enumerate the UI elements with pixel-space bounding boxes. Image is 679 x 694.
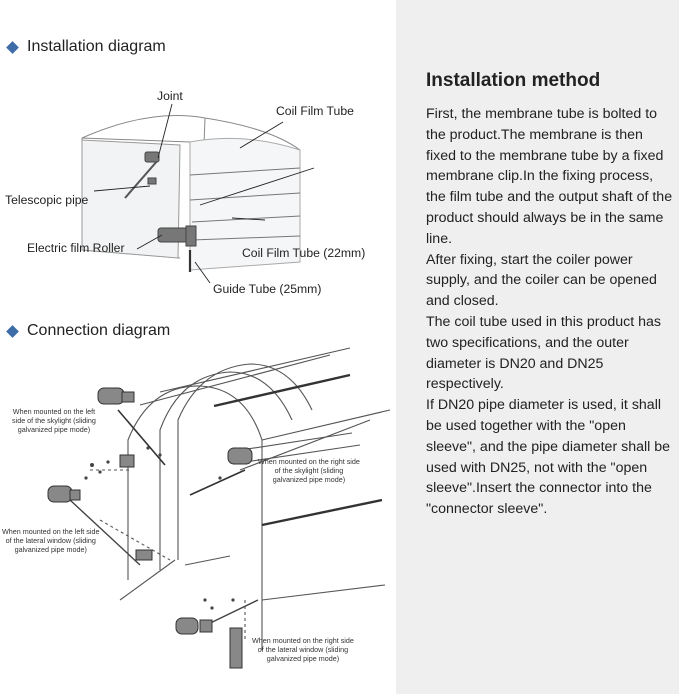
connection-diagram-title: Connection diagram xyxy=(27,322,171,339)
note-right-lateral: When mounted on the right side of the la… xyxy=(252,636,354,663)
note-line: galvanized pipe mode) xyxy=(272,475,346,484)
note-line: of the lateral window (sliding xyxy=(5,536,96,545)
label-electric-film-roller: Electric film Roller xyxy=(27,241,125,255)
note-line: galvanized pipe mode) xyxy=(17,425,91,434)
installation-drawing xyxy=(81,103,315,284)
installation-method-body: First, the membrane tube is bolted to th… xyxy=(426,104,674,520)
note-line: When mounted on the right side xyxy=(258,457,360,466)
note-line: When mounted on the left side xyxy=(2,527,100,536)
connection-diagram-heading: Connection diagram xyxy=(6,322,171,340)
label-coil-film-tube-22mm: Coil Film Tube (22mm) xyxy=(242,246,366,260)
label-joint: Joint xyxy=(157,89,183,103)
label-telescopic-pipe: Telescopic pipe xyxy=(5,193,89,207)
method-paragraph: After fixing, start the coiler power sup… xyxy=(426,251,657,310)
connection-drawing xyxy=(47,347,391,669)
note-line: galvanized pipe mode) xyxy=(266,654,340,663)
label-guide-tube-25mm: Guide Tube (25mm) xyxy=(213,282,322,296)
diagram-panel: Installation diagram xyxy=(2,38,391,669)
method-panel: Installation method First, the membrane … xyxy=(396,0,679,694)
note-line: of the skylight (sliding xyxy=(274,466,344,475)
method-paragraph: The coil tube used in this product has t… xyxy=(426,313,662,393)
note-line: side of the skylight (sliding xyxy=(12,416,96,425)
installation-diagram-title: Installation diagram xyxy=(27,38,166,55)
label-coil-film-tube: Coil Film Tube xyxy=(276,104,354,118)
note-line: of the lateral window (sliding xyxy=(257,645,349,654)
method-paragraph: If DN20 pipe diameter is used, it shall … xyxy=(426,397,671,518)
note-right-skylight: When mounted on the right side of the sk… xyxy=(258,457,360,484)
note-left-skylight: When mounted on the left side of the sky… xyxy=(12,407,96,434)
note-line: galvanized pipe mode) xyxy=(14,545,87,554)
method-paragraph: First, the membrane tube is bolted to th… xyxy=(426,106,673,247)
installation-method-title: Installation method xyxy=(426,70,601,91)
note-line: When mounted on the right side xyxy=(252,636,354,645)
note-left-lateral: When mounted on the left side of the lat… xyxy=(2,527,100,554)
installation-diagram-heading: Installation diagram xyxy=(6,38,166,56)
note-line: When mounted on the left xyxy=(12,407,96,416)
